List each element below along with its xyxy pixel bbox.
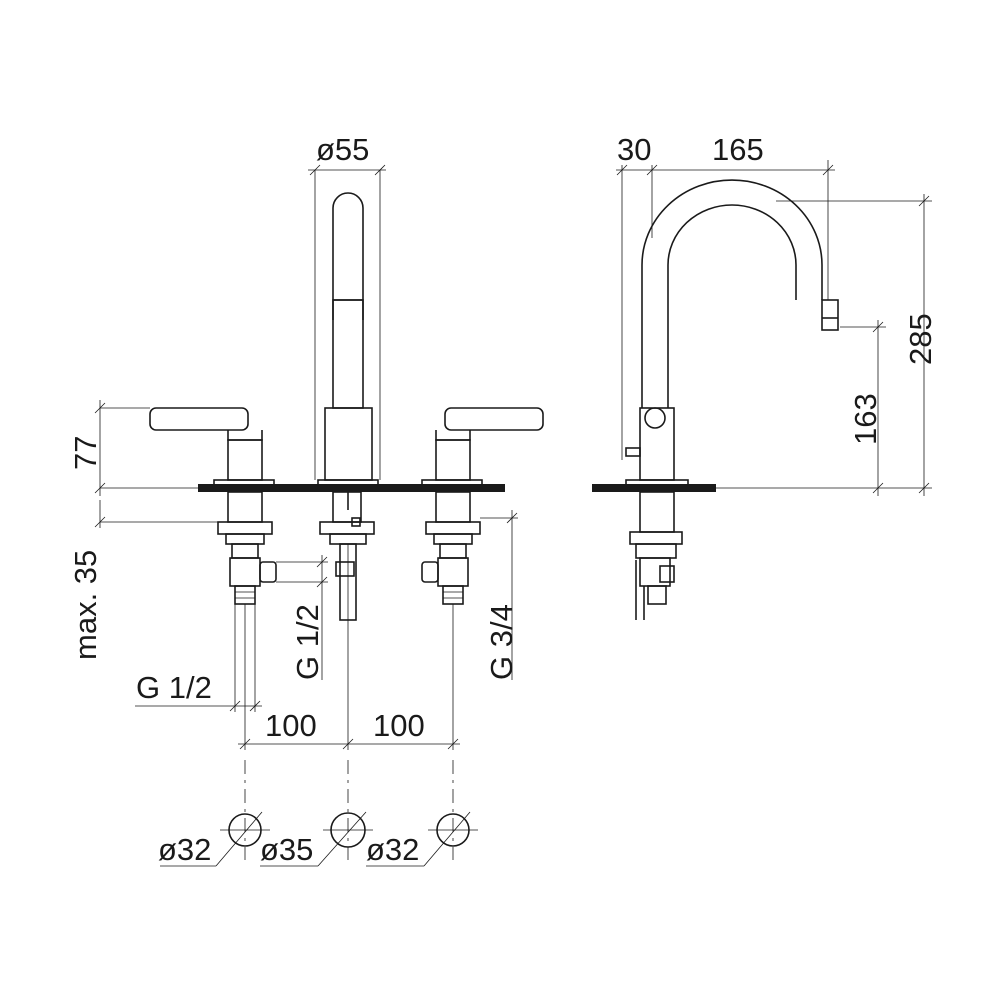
dim-supply-thread-center: G 1/2 — [276, 555, 328, 680]
dim-label-total-height: 285 — [903, 313, 938, 365]
dim-outlet-thread-left: G 1/2 — [135, 604, 262, 712]
right-handle-valve — [421, 407, 544, 605]
dim-label-max-depth: max. 35 — [68, 550, 103, 660]
hole-layout: ø32 ø35 ø32 — [158, 760, 478, 867]
dim-label-outlet-thread-left: G 1/2 — [136, 670, 212, 705]
side-view: 30 165 285 163 — [592, 132, 938, 620]
dim-spout-diameter: ø55 — [308, 132, 386, 480]
dim-total-height: 285 — [716, 194, 938, 496]
side-spout — [625, 179, 839, 620]
hole-left: ø32 — [158, 811, 270, 867]
left-handle-valve — [149, 407, 277, 605]
dim-label-left-hole: ø32 — [158, 832, 211, 867]
dim-label-offset: 30 — [617, 132, 651, 167]
center-spout — [317, 192, 379, 621]
dim-handle-height: 77 — [68, 400, 198, 496]
dim-label-right-hole: ø32 — [366, 832, 419, 867]
dim-label-handle-height: 77 — [68, 436, 103, 470]
dim-label-supply-thread-right: G 3/4 — [484, 604, 519, 680]
front-view: ø55 77 max. 35 G 1/2 — [68, 132, 544, 750]
hole-right: ø32 — [366, 811, 478, 867]
dim-label-spout-clearance: 163 — [848, 393, 883, 445]
dim-spout-clearance: 163 — [840, 320, 886, 496]
dim-label-center-hole: ø35 — [260, 832, 313, 867]
dim-side-top: 30 165 — [616, 132, 835, 460]
dim-label-spacing-left: 100 — [265, 708, 317, 743]
hole-center: ø35 — [260, 811, 373, 867]
dim-spacing: 100 100 — [238, 604, 460, 750]
dim-label-spout-diameter: ø55 — [316, 132, 369, 167]
dim-label-spout-reach: 165 — [712, 132, 764, 167]
dim-label-supply-thread-center: G 1/2 — [290, 604, 325, 680]
dim-label-spacing-right: 100 — [373, 708, 425, 743]
dim-max-depth: max. 35 — [68, 500, 218, 660]
dim-supply-thread-right: G 3/4 — [480, 510, 519, 680]
